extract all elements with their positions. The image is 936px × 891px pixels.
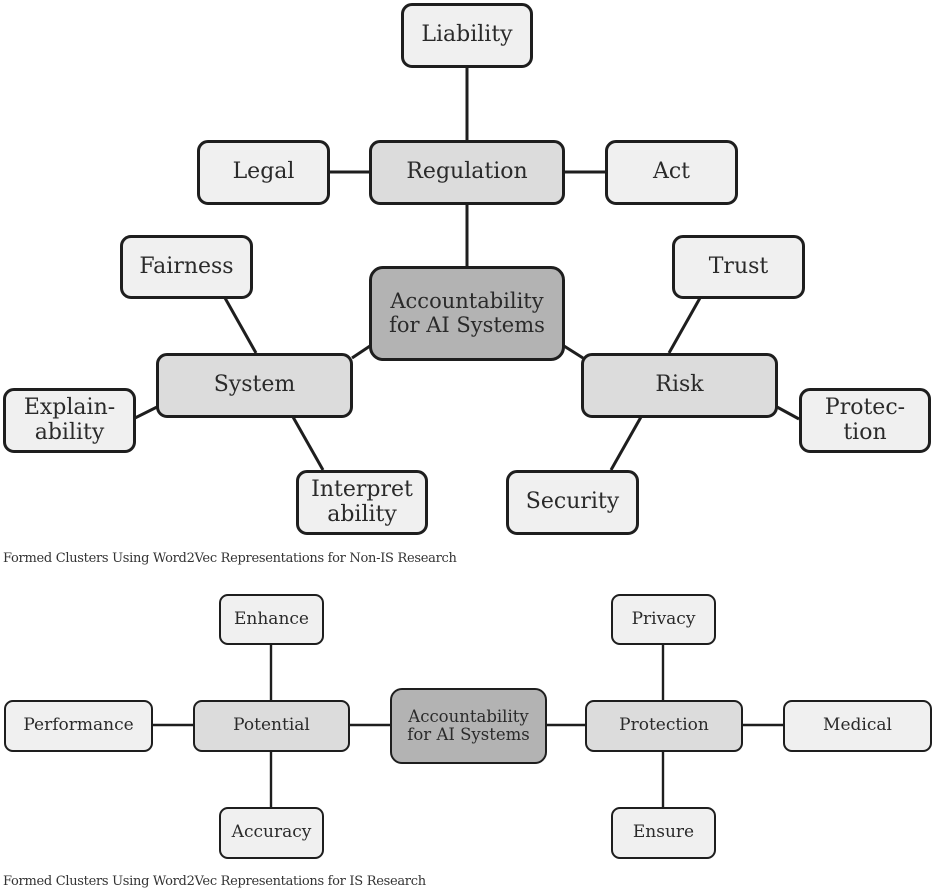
node-label: Protection — [619, 715, 709, 736]
term-node-protection: Protec- tion — [799, 388, 931, 453]
edge-root-system — [351, 344, 371, 360]
figure-caption-non-is: Formed Clusters Using Word2Vec Represent… — [3, 551, 457, 566]
term-node-act: Act — [605, 140, 738, 205]
node-label: Trust — [708, 253, 769, 279]
term-node-interpretability: Interpret ability — [296, 470, 428, 535]
node-label: Ensure — [632, 822, 695, 843]
node-label: Regulation — [406, 159, 528, 185]
node-label: Legal — [232, 159, 295, 185]
term-node-liability: Liability — [401, 3, 533, 68]
term-node-explainability: Explain- ability — [3, 388, 136, 453]
edge-system-interpretability — [291, 416, 325, 471]
term-node-legal: Legal — [197, 140, 330, 205]
node-label: Risk — [655, 372, 704, 398]
node-label: Liability — [421, 22, 513, 48]
term-node-ensure: Ensure — [611, 807, 716, 859]
edge-system-explainability — [134, 405, 158, 420]
hub-node-potential: Potential — [193, 700, 350, 752]
term-node-trust: Trust — [672, 235, 805, 299]
figure-caption-is: Formed Clusters Using Word2Vec Represent… — [3, 874, 426, 889]
term-node-enhance: Enhance — [219, 594, 324, 645]
term-node-privacy: Privacy — [611, 594, 716, 645]
node-label: Fairness — [139, 253, 234, 279]
node-label: Security — [525, 489, 620, 515]
edge-root-risk — [563, 344, 584, 360]
edge-system-fairness — [223, 297, 258, 354]
term-node-performance: Performance — [4, 700, 153, 752]
node-label: Act — [652, 159, 691, 185]
node-label: Protec- tion — [824, 394, 906, 445]
term-node-medical: Medical — [783, 700, 932, 752]
node-label: Potential — [233, 715, 310, 736]
edge-risk-trust — [667, 297, 702, 354]
hub-node-regulation: Regulation — [369, 140, 565, 205]
term-node-accuracy: Accuracy — [219, 807, 324, 859]
node-label: Medical — [823, 715, 892, 736]
node-label: System — [213, 372, 296, 398]
node-label: Interpret ability — [311, 476, 413, 527]
node-label: Accuracy — [231, 822, 312, 843]
hub-node-system: System — [156, 353, 353, 418]
term-node-security: Security — [506, 470, 639, 535]
node-label: Enhance — [234, 608, 309, 629]
root-node-accountability: Accountability for AI Systems — [390, 688, 547, 764]
node-label: Performance — [23, 715, 134, 736]
term-node-fairness: Fairness — [120, 235, 253, 299]
hub-node-risk: Risk — [581, 353, 778, 418]
node-label: Accountability for AI Systems — [407, 706, 530, 744]
root-node-accountability: Accountability for AI Systems — [369, 266, 565, 361]
hub-node-protection: Protection — [585, 700, 743, 752]
edge-risk-protection — [776, 405, 800, 421]
edge-risk-security — [609, 416, 643, 471]
node-label: Explain- ability — [23, 394, 116, 445]
node-label: Privacy — [631, 608, 696, 629]
node-label: Accountability for AI Systems — [389, 288, 545, 337]
